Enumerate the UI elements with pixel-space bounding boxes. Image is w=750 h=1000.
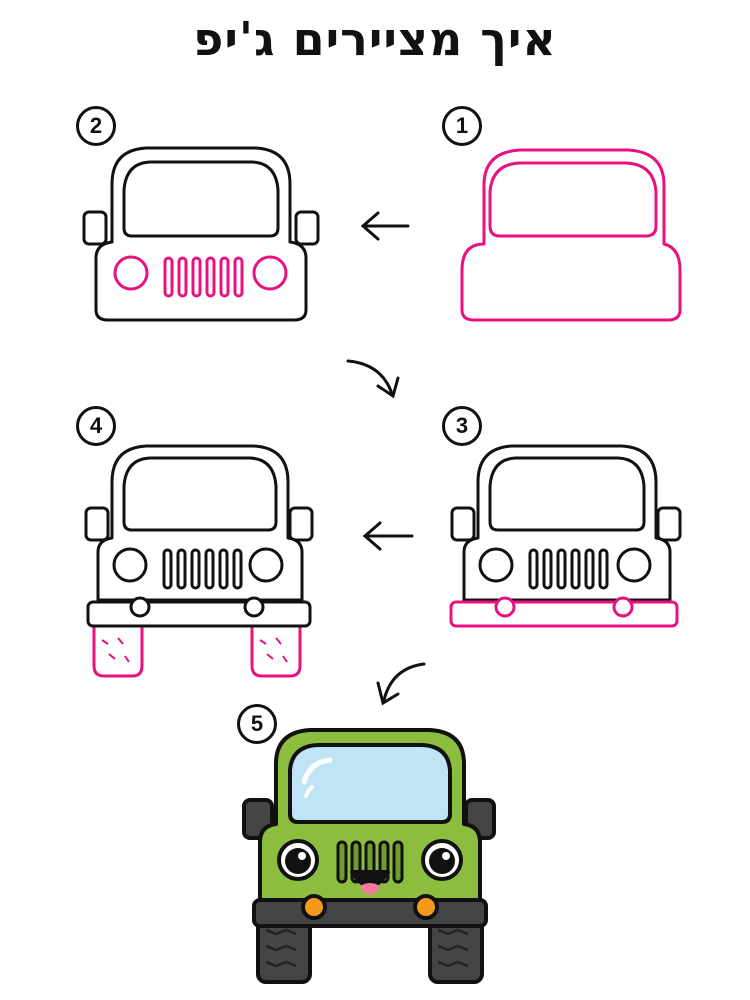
step-3-badge: 3 (442, 406, 482, 446)
step-2-badge: 2 (76, 106, 116, 146)
page-title: איך מציירים ג'יפ (193, 12, 557, 66)
step-2-drawing (82, 146, 320, 322)
step-5-badge: 5 (237, 704, 277, 744)
step-5-drawing (242, 728, 496, 984)
curved-arrow-icon (376, 662, 426, 706)
step-3-drawing (449, 444, 682, 628)
step-1-badge: 1 (442, 106, 482, 146)
step-4-badge: 4 (76, 406, 116, 446)
curved-arrow-icon (346, 359, 400, 399)
step-1-drawing (460, 148, 682, 322)
arrow-left-icon (362, 521, 414, 551)
step-4-drawing (84, 444, 314, 678)
arrow-left-icon (360, 211, 410, 241)
